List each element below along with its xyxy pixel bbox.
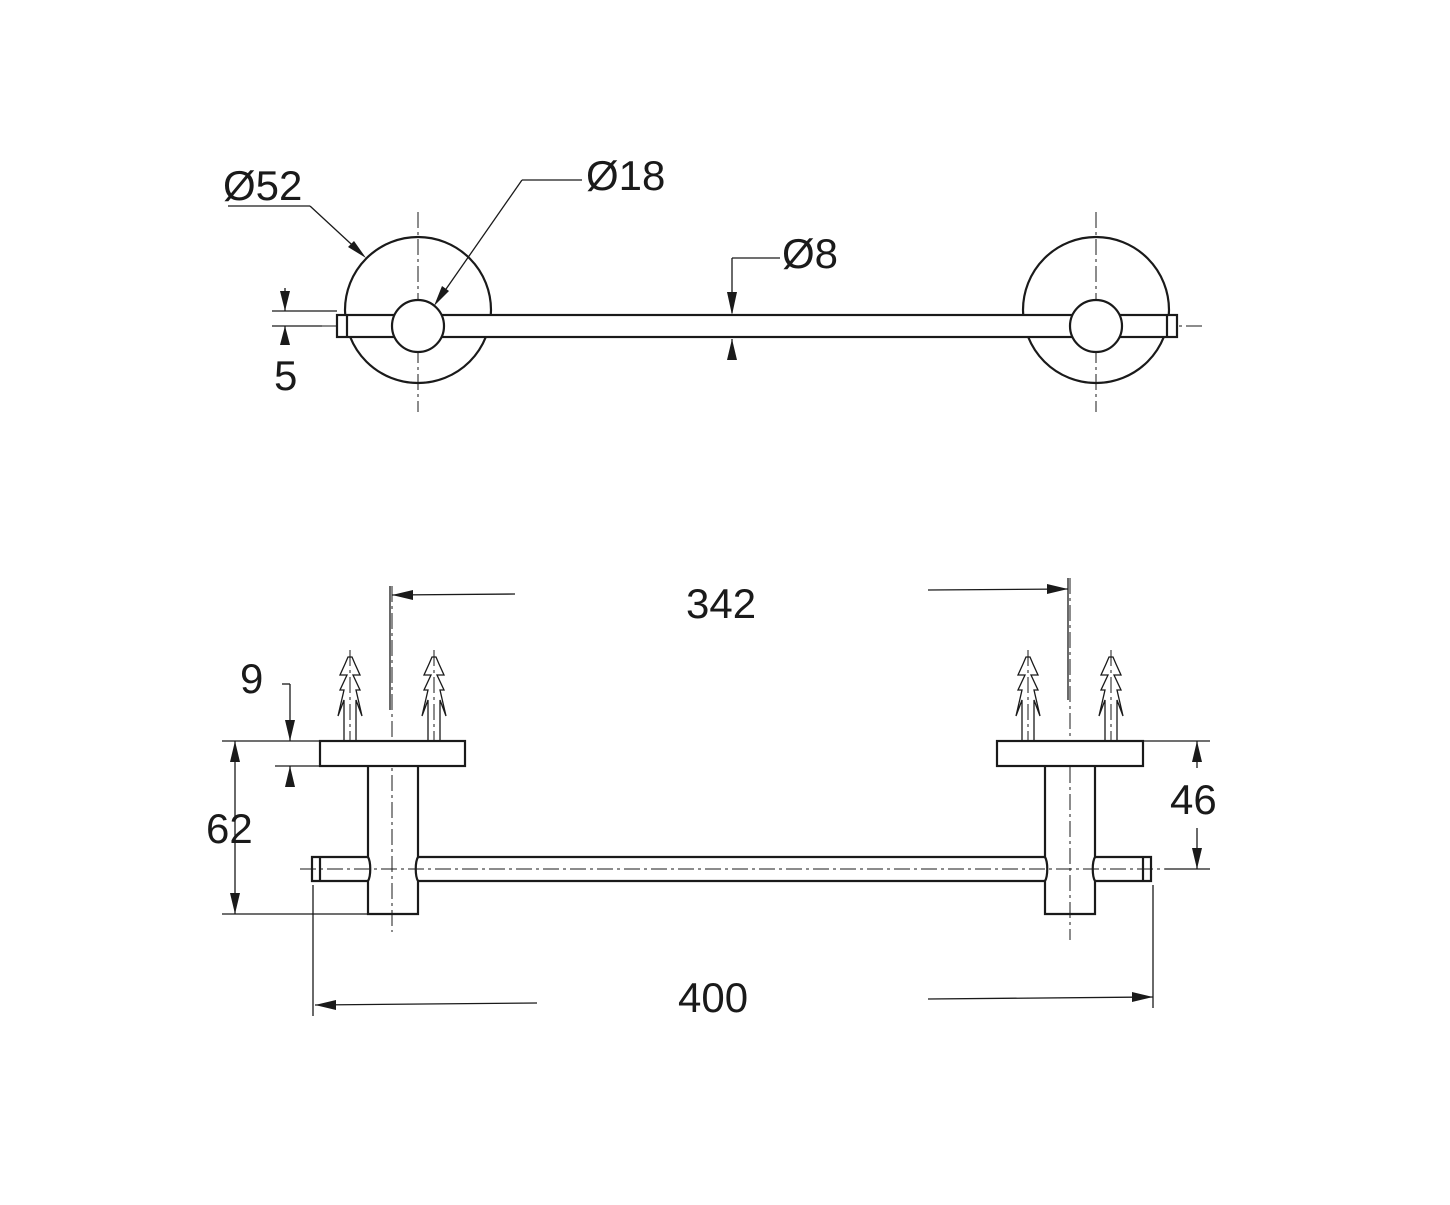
length-arrow-left xyxy=(315,1000,336,1010)
offset-arrow-up xyxy=(280,326,290,345)
axis-arrow-bottom xyxy=(1192,848,1202,869)
right-post xyxy=(1043,766,1097,916)
tube-leader xyxy=(436,179,523,303)
offset-arrow-down xyxy=(280,291,290,311)
towel-bar-top xyxy=(335,313,1179,339)
thickness-arrow-up xyxy=(285,766,295,787)
bar-diameter-label: Ø8 xyxy=(782,230,838,277)
tube-diameter-label: Ø18 xyxy=(586,152,665,199)
span-arrow-right xyxy=(1047,584,1068,594)
bar-left-stub xyxy=(310,855,368,883)
side-view: 342 9 62 46 400 xyxy=(206,578,1217,1021)
depth-arrow-top xyxy=(230,741,240,762)
span-arrow-left xyxy=(392,590,413,600)
rosette-diameter-label: Ø52 xyxy=(223,162,302,209)
length-dim-right xyxy=(927,996,1154,1000)
bar-arrow-up xyxy=(727,339,737,360)
left-rosette-side xyxy=(318,739,467,768)
right-wall-anchor-1 xyxy=(1015,650,1041,744)
span-dim-right xyxy=(927,588,1069,591)
left-tube xyxy=(390,298,446,354)
axis-arrow-top xyxy=(1192,741,1202,762)
right-rosette-side xyxy=(995,739,1145,768)
tube-arrow xyxy=(434,286,449,306)
length-dim-left xyxy=(314,1002,538,1006)
bar-middle xyxy=(418,855,1045,883)
right-wall-anchor-2 xyxy=(1098,650,1124,744)
top-view: Ø52 Ø18 Ø8 5 xyxy=(223,152,1202,412)
left-rosette xyxy=(343,235,493,385)
center-distance-label: 342 xyxy=(686,580,756,627)
depth-arrow-bottom xyxy=(230,893,240,914)
total-depth-label: 62 xyxy=(206,805,253,852)
bar-arrow-down xyxy=(727,292,737,315)
left-wall-anchor-2 xyxy=(421,650,447,744)
thickness-arrow-down xyxy=(285,720,295,741)
bar-right-stub xyxy=(1095,855,1153,883)
left-wall-anchor-1 xyxy=(337,650,363,744)
right-tube xyxy=(1068,298,1124,354)
length-arrow-right xyxy=(1132,992,1153,1002)
offset-label: 5 xyxy=(274,352,297,399)
right-rosette xyxy=(1021,235,1171,385)
rosette-arrow xyxy=(348,241,366,258)
left-post xyxy=(366,766,420,916)
bar-axis-depth-label: 46 xyxy=(1170,776,1217,823)
overall-length-label: 400 xyxy=(678,974,748,1021)
rosette-thickness-label: 9 xyxy=(240,655,263,702)
